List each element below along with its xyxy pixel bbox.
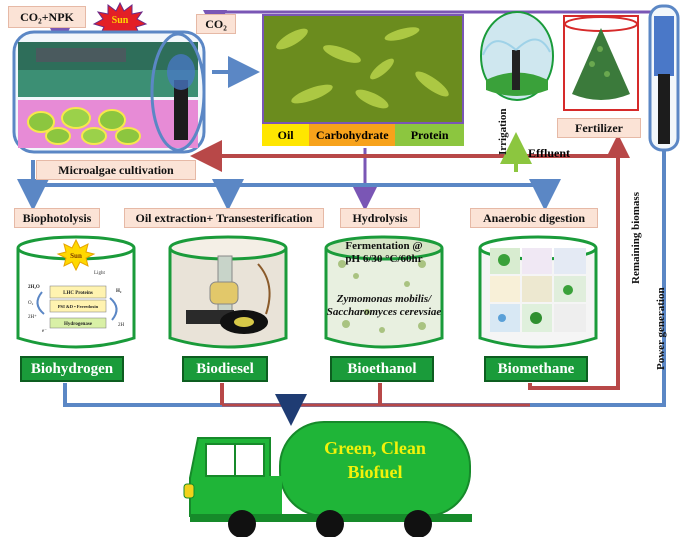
protein-segment: Protein [395,124,464,146]
fermentation-line-2: pH 6/30 °C/60hr [345,253,423,265]
biofuel-truck [183,421,472,537]
algae-biomass-image [262,14,464,124]
fermentation-conditions: Fermentation @ pH 6/30 °C/60hr [326,240,442,266]
biofuel-line-2: Biofuel [347,462,403,482]
fertilizer-image [563,15,639,111]
power-generation-label: Power generation [655,287,667,370]
biohydrogen-label: Biohydrogen [20,356,124,382]
remaining-biomass-label: Remaining biomass [630,192,642,284]
sun-icon: Sun [92,2,148,36]
co2-npk-label: CO₂+NPK [8,6,86,28]
remaining-biomass-loop [190,140,620,390]
svg-text:PSI &D • Ferredoxin: PSI &D • Ferredoxin [58,304,99,309]
bioethanol-label: Bioethanol [330,356,434,382]
fermentation-line-1: Fermentation @ [345,240,423,252]
co2-label: CO₂ [196,14,236,34]
oil-segment: Oil [262,124,310,146]
svg-text:LHC Proteins: LHC Proteins [63,291,93,296]
organism-2: Saccharomyces cerevsiae [326,306,442,318]
bioethanol-cylinder [324,235,444,349]
biofuel-line-1: Green, Clean [324,438,426,458]
svg-text:e⁻: e⁻ [42,329,47,334]
svg-text:2H₂O: 2H₂O [28,285,40,290]
oil-extraction-label: Oil extraction+ Transesterification [124,208,324,228]
biomethane-cylinder [478,235,598,349]
svg-text:2H⁺: 2H⁺ [28,314,37,320]
effluent-label: Effluent [528,146,570,160]
svg-text:Hydrogenase: Hydrogenase [64,322,93,327]
biofuel-title: Green, Clean Biofuel [300,436,450,484]
biophotolysis-cylinder: Sun Light LHC Proteins PSI &D • Ferredox… [16,235,136,349]
biomethane-label: Biomethane [484,356,588,382]
carbohydrate-segment: Carbohydrate [309,124,396,146]
biodiesel-cylinder [168,235,288,349]
irrigation-image [480,11,554,101]
fertilizer-label: Fertilizer [557,118,641,138]
svg-text:O₂: O₂ [28,301,34,306]
sun-label: Sun [112,15,129,26]
svg-text:Light: Light [94,271,105,276]
svg-text:2H: 2H [118,323,125,328]
photobioreactor-image [12,30,206,154]
anaerobic-digestion-label: Anaerobic digestion [470,208,598,228]
svg-text:Sun: Sun [70,252,82,260]
irrigation-label: Irrigation [497,108,509,155]
cultivation-label: Microalgae cultivation [36,160,196,180]
hydrolysis-label: Hydrolysis [340,208,420,228]
composition-bar: Oil Carbohydrate Protein [262,124,464,146]
fermentation-organisms: Zymomonas mobilis/ Saccharomyces cerevsi… [324,293,444,319]
svg-text:H₂: H₂ [116,289,122,294]
biophotolysis-label: Biophotolysis [14,208,100,228]
power-generation-column-image [648,4,680,152]
biohydrogen-line [63,383,298,407]
biodiesel-label: Biodiesel [182,356,268,382]
organism-1: Zymomonas mobilis/ [336,293,432,305]
